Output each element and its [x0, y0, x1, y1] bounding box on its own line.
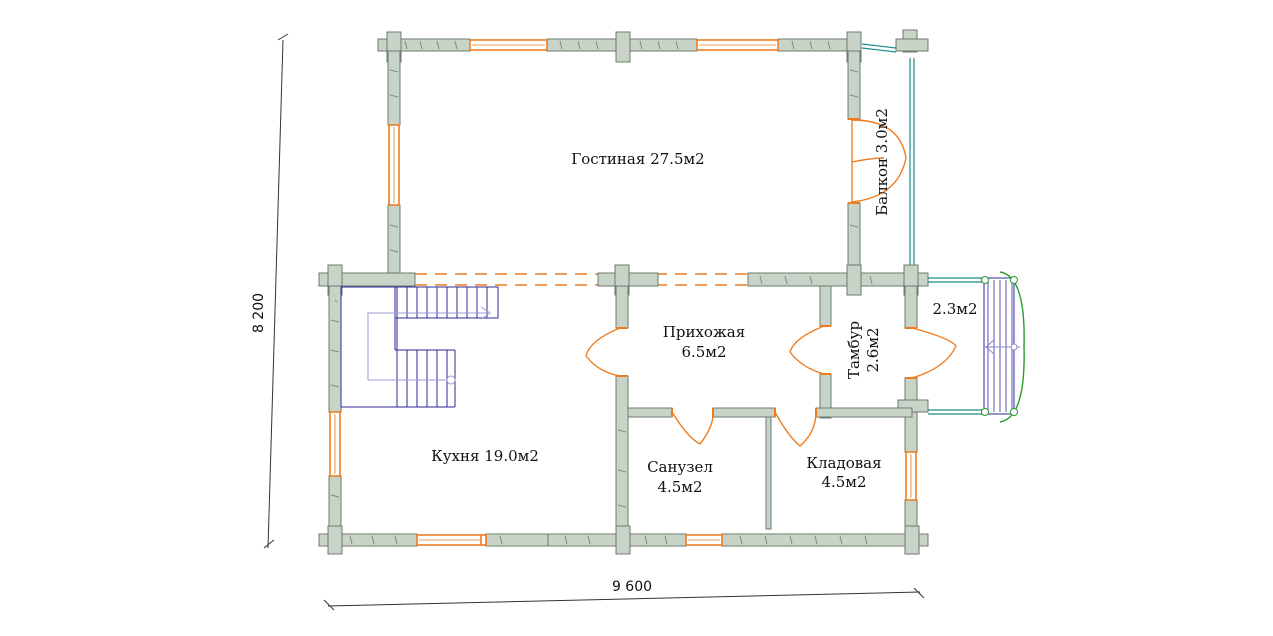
wall-grain	[330, 40, 873, 545]
room-label-porch: 2.3м2	[932, 300, 977, 318]
room-label-bathroom-name: Санузел	[647, 458, 713, 476]
room-label-hall-area: 6.5м2	[681, 343, 726, 361]
room-label-balcony: Балкон 3.0м2	[873, 108, 891, 216]
room-label-pantry-name: Кладовая	[806, 454, 881, 472]
room-label-vestibule-area: 2.6м2	[864, 327, 882, 372]
dimension-width: 9 600	[612, 579, 652, 595]
dimension-height: 8 200	[251, 293, 267, 333]
room-label-hall-name: Прихожая	[663, 323, 745, 341]
room-label-kitchen: Кухня 19.0м2	[431, 447, 539, 465]
porch	[928, 271, 1025, 423]
room-label-living: Гостиная 27.5м2	[571, 150, 704, 168]
staircase	[340, 286, 499, 408]
room-label-vestibule-name: Тамбур	[845, 321, 863, 379]
room-label-pantry-area: 4.5м2	[821, 473, 866, 491]
room-label-bathroom-area: 4.5м2	[657, 478, 702, 496]
balcony-railing	[861, 43, 915, 265]
doors	[585, 118, 957, 447]
windows	[329, 39, 917, 546]
dimension-lines	[263, 33, 925, 611]
